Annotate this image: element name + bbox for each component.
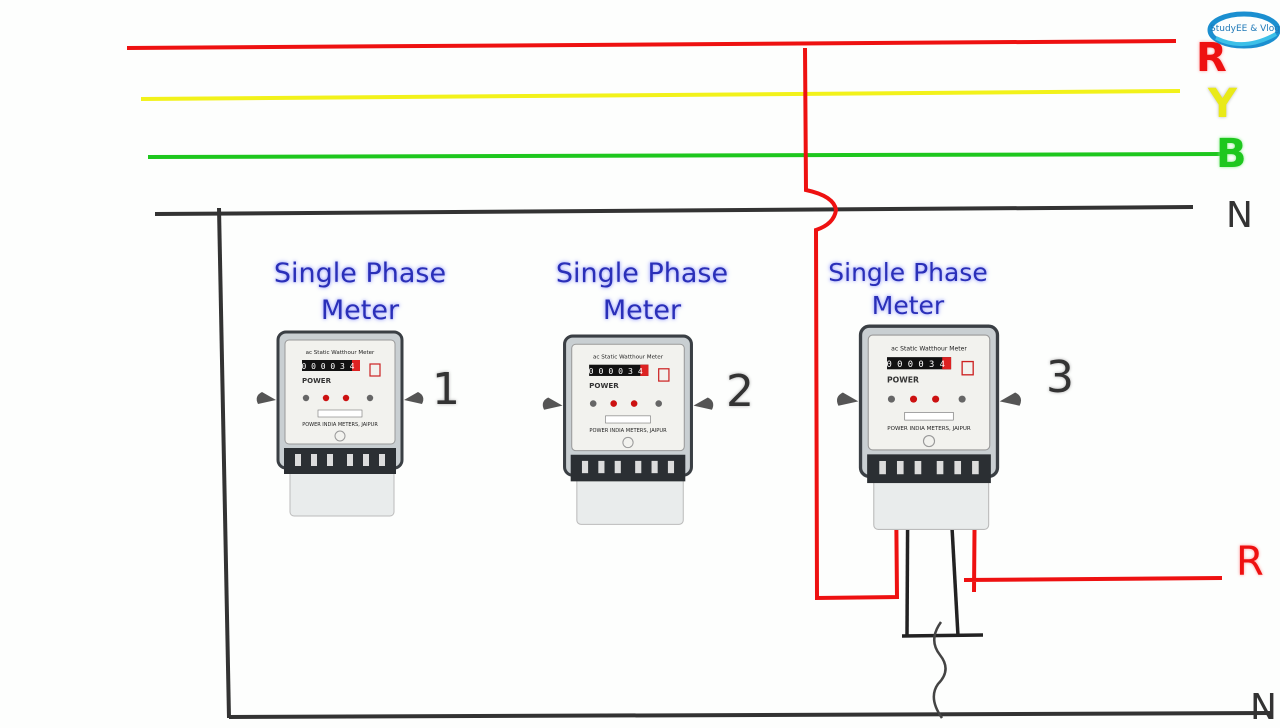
r-output-line [963,469,1223,593]
meter-counter-decimal [352,360,360,371]
meter-led-icon [932,395,940,403]
meter-terminal-screw [954,460,962,475]
isi-mark-icon [369,363,381,377]
load-bar [901,633,984,638]
r-phase-line [126,39,1177,50]
meter-led-icon [887,395,895,403]
neutral-label-bottom: N [1250,687,1277,728]
meter-led-icon [630,400,638,407]
meter-reading: 0 0 0 0 3 4 [887,360,945,370]
meter-lug-left [256,392,276,404]
meter-led-icon [322,394,330,402]
meter-serial-box [317,409,363,418]
meter-terminal-screw [614,460,621,474]
meter-led-icon [655,400,662,407]
meter-lug-left [542,397,563,410]
meter-led-icon [910,395,918,403]
meter-counter [302,360,360,371]
b-phase-label: B [1216,131,1247,177]
meter-terminal-block [284,448,396,474]
meter-2-title: Single Phase Meter [555,258,729,326]
meter-brand: POWER [589,381,619,390]
meter-3-number: 3 [1046,352,1074,403]
logo-text: StudyEE & Vlog [1210,24,1280,34]
load-squiggle [932,621,947,719]
meter-brand: POWER [302,377,332,385]
neutral-label-top: N [1226,195,1253,236]
meter-terminal-block [867,454,991,484]
neutral-line-bottom [228,711,1271,719]
y-phase-label: Y [1208,81,1237,127]
meter-counter-decimal [640,364,649,376]
meter-terminal-screw [651,460,658,474]
neutral-return-left [217,207,231,719]
meter-2-number: 2 [726,366,754,417]
meter-maker-text: POWER INDIA METERS, JAIPUR [589,428,667,434]
meter-seal-icon [334,430,346,442]
y-phase-line [140,89,1181,101]
meter-terminal-screw [914,460,922,475]
meter-counter [887,357,952,370]
meter-maker-text: POWER INDIA METERS, JAIPUR [887,426,971,432]
meter-terminal-screw [896,460,904,475]
meter-2: ac Static Watthour Meter 0 0 0 0 3 4 POWER… [542,334,714,525]
meter-led-icon [589,400,597,407]
meter-1-title: Single Phase Meter [273,258,447,326]
meter-seal-icon [922,435,936,448]
meter-3: ac Static Watthour Meter 0 0 0 0 3 4 POWER… [836,324,1022,531]
meter-terminal-screw [635,460,642,474]
meter-led-icon [342,394,350,402]
meter-header-text: ac Static Watthour Meter [593,355,664,361]
meter-header-text: ac Static Watthour Meter [306,350,375,356]
meter-terminal-screw [936,460,944,475]
meter-led-icon [610,400,617,407]
meter-terminal-screw [379,454,385,466]
meter-terminal-screw [581,460,589,474]
meter-serial-box [605,415,651,424]
meter-terminal-screw [363,454,369,466]
r-tap-line [803,47,900,601]
meter-counter [589,364,649,376]
meter-serial-box [904,412,954,421]
meter-terminal-screw [598,460,605,474]
meter-terminal-screw [295,454,301,466]
meter-lug-right [404,392,424,404]
meter-maker-text: POWER INDIA METERS, JAIPUR [302,422,378,428]
meter-led-icon [366,394,374,402]
meter-lug-right [693,397,714,410]
meter-seal-icon [622,436,634,449]
logo-icon [1207,11,1280,49]
meter-1: ac Static Watthour Meter 0 0 0 0 3 4 POWER… [256,330,424,517]
isi-mark-icon [658,368,670,382]
neutral-line-top [154,205,1194,216]
meter-counter-decimal [942,357,952,370]
meter-reading: 0 0 0 0 3 4 [589,366,643,376]
meter-3-title: Single Phase Meter [828,258,988,320]
meter-led-icon [958,395,966,403]
meter-lug-left [836,392,859,406]
meter-lug-right [999,392,1022,406]
meter-brand: POWER [887,376,919,385]
meter-terminal-screw [347,454,353,466]
meter-reading: 0 0 0 0 3 4 [302,362,355,371]
meter-terminal-screw [879,460,886,475]
meter-terminal-screw [311,454,317,466]
meter-terminal-screw [327,454,333,466]
meter-led-icon [302,394,310,402]
meter-1-number: 1 [432,364,460,415]
meter-header-text: ac Static Watthour Meter [891,346,967,353]
meter-terminal-block [570,454,686,482]
meter-terminal-screw [667,460,675,474]
b-phase-line [147,152,1226,159]
meter-terminal-screw [972,460,979,475]
isi-mark-icon [961,360,974,376]
r-output-label: R [1236,539,1264,585]
